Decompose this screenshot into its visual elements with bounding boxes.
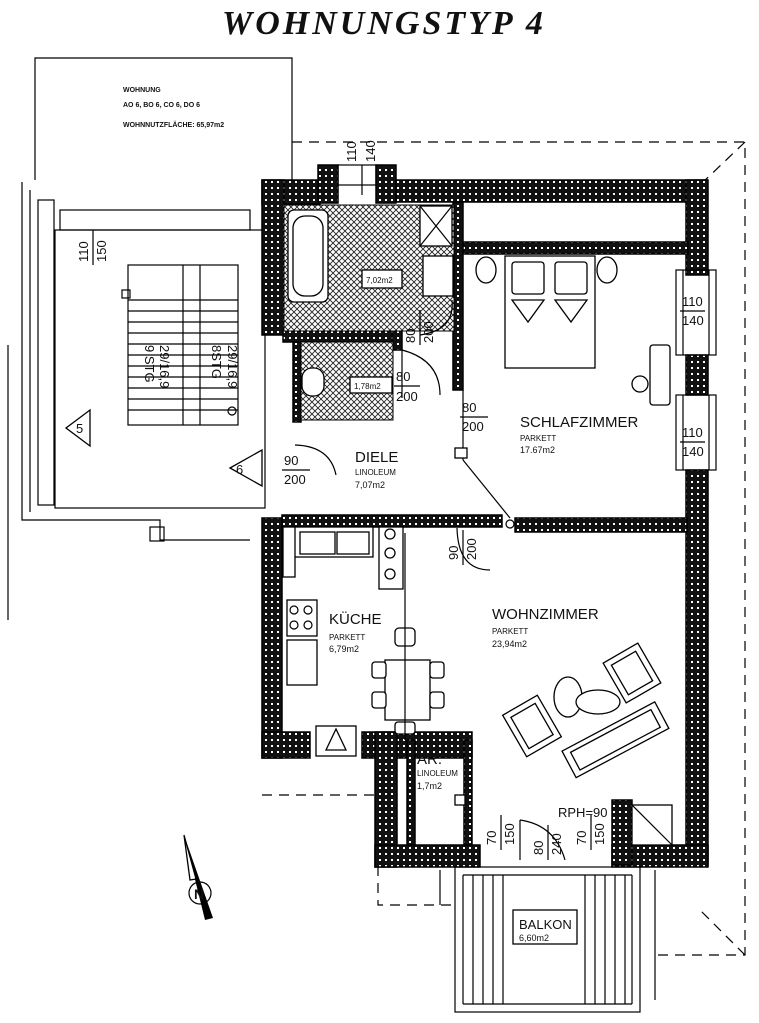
- abstellraum-name: AR.: [417, 751, 442, 768]
- stair-steps-1: 9 STG: [142, 345, 157, 383]
- wc: 1,78m2: [300, 341, 394, 421]
- plan-title: WOHNUNGSTYP 4: [222, 5, 546, 42]
- bedroom-furniture: [454, 255, 671, 529]
- abstellraum-area: 1,7m2: [417, 781, 442, 791]
- schlafzimmer-name: SCHLAFZIMMER: [520, 414, 639, 431]
- kueche-area: 6,79m2: [329, 644, 359, 654]
- dim-140c: 140: [682, 313, 704, 328]
- exterior-walls: [261, 164, 709, 868]
- stair-ratio-1: 29/16,9: [157, 345, 172, 388]
- balkon-area: 6,60m2: [519, 933, 549, 943]
- schlafzimmer-area: 17.67m2: [520, 445, 555, 455]
- dim-200e: 200: [464, 538, 479, 560]
- dim-140a: 140: [363, 140, 378, 162]
- info-line-1: WOHNUNG: [123, 87, 161, 94]
- kitchen-furniture: [282, 526, 445, 757]
- dim-70b: 70: [574, 831, 589, 845]
- diele-name: DIELE: [355, 449, 398, 466]
- wohnzimmer-name: WOHNZIMMER: [492, 606, 599, 623]
- wc-area: 1,78m2: [354, 382, 381, 391]
- doors: [294, 299, 673, 861]
- dim-200c: 200: [462, 419, 484, 434]
- stair-ratio-2: 29/16,9: [225, 345, 240, 388]
- stair-marker-6: 6: [236, 462, 243, 477]
- kueche-name: KÜCHE: [329, 610, 382, 628]
- abstellraum-floor: LINOLEUM: [417, 769, 458, 778]
- diele-area: 7,07m2: [355, 480, 385, 490]
- dim-200a: 200: [421, 321, 436, 343]
- dim-110d: 110: [682, 425, 703, 440]
- dim-200b: 200: [396, 389, 418, 404]
- rph-label: RPH=90: [558, 805, 608, 820]
- dim-140d: 140: [682, 444, 704, 459]
- dim-110a: 110: [344, 141, 359, 162]
- stairwell: 5 6 9 STG 29/16,9 8STG 29/16,9: [7, 182, 266, 620]
- dim-70a: 70: [484, 831, 499, 845]
- compass-label: N: [194, 886, 204, 902]
- dim-200d: 200: [284, 472, 306, 487]
- dim-150e: 150: [502, 823, 517, 845]
- living-furniture: [404, 533, 670, 779]
- stair-marker-5: 5: [76, 421, 83, 436]
- bath-area: 7,02m2: [366, 276, 393, 285]
- dim-110b: 110: [76, 241, 91, 262]
- dim-80c: 80: [462, 400, 476, 415]
- stair-steps-2: 8STG: [209, 345, 224, 379]
- dim-110c: 110: [682, 294, 703, 309]
- diele-floor: LINOLEUM: [355, 468, 396, 477]
- dim-90b: 90: [446, 546, 461, 560]
- bathroom: 7,02m2: [283, 204, 455, 332]
- dim-150b: 150: [94, 240, 109, 262]
- dim-150f: 150: [592, 823, 607, 845]
- dim-80b: 80: [396, 369, 410, 384]
- info-box: WOHNUNG AO 6, BO 6, CO 6, DO 6 WOHNNUTZF…: [34, 57, 293, 180]
- compass-icon: N: [183, 834, 213, 920]
- balkon-name: BALKON: [519, 917, 572, 932]
- dim-80d: 80: [531, 841, 546, 855]
- balcony: BALKON 6,60m2: [439, 866, 656, 1013]
- dim-80a: 80: [403, 329, 418, 343]
- info-line-3: WOHNNUTZFLÄCHE: 65,97m2: [123, 121, 224, 129]
- dimension-labels: 110 140 110 150 110 140 110 140 80 200 8…: [76, 140, 705, 860]
- dim-90a: 90: [284, 453, 298, 468]
- room-labels: SCHLAFZIMMER PARKETT 17.67m2 DIELE LINOL…: [329, 414, 639, 791]
- kueche-floor: PARKETT: [329, 633, 365, 642]
- wohnzimmer-floor: PARKETT: [492, 627, 528, 636]
- windows: [337, 164, 717, 471]
- schlafzimmer-floor: PARKETT: [520, 434, 556, 443]
- info-line-2: AO 6, BO 6, CO 6, DO 6: [123, 102, 200, 109]
- dim-240: 240: [549, 833, 564, 855]
- wohnzimmer-area: 23,94m2: [492, 639, 527, 649]
